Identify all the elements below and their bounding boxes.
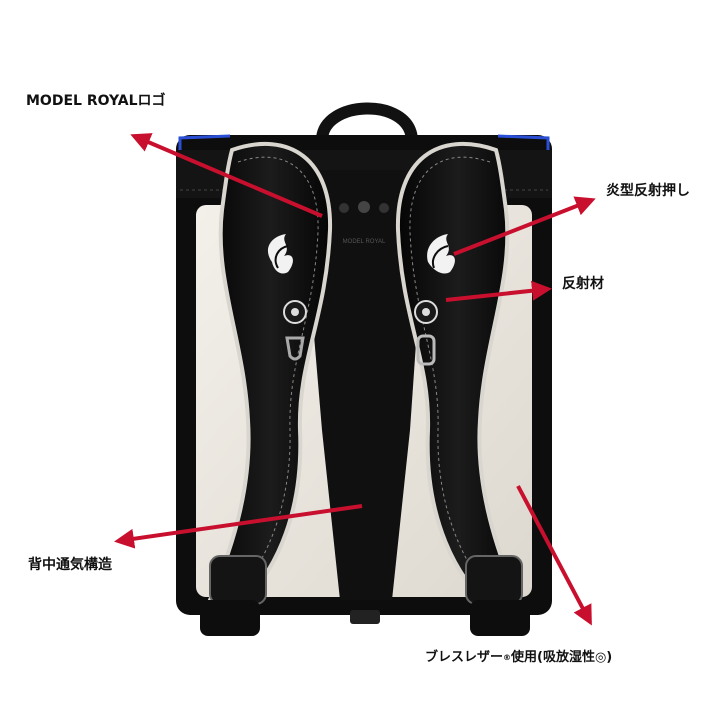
blue-edge-left bbox=[178, 134, 231, 150]
reflector-left bbox=[283, 300, 307, 361]
buckle-left bbox=[209, 555, 267, 605]
arrow-ventilation bbox=[114, 504, 363, 549]
blue-edge-right bbox=[497, 134, 550, 150]
arrow-logo bbox=[130, 133, 323, 218]
carry-handle bbox=[316, 102, 418, 142]
flame-emblem-left bbox=[267, 234, 293, 274]
leather-prefix: ブレスレザー bbox=[425, 650, 504, 665]
flame-emblem-right bbox=[427, 234, 455, 274]
label-breath-leather: ブレスレザー®使用(吸放湿性◎) bbox=[425, 646, 612, 665]
label-reflector-material: 反射材 bbox=[562, 276, 604, 292]
reflector-right bbox=[414, 300, 438, 366]
embossed-text: MODEL ROYAL bbox=[343, 239, 386, 245]
arrow-flame bbox=[453, 196, 596, 256]
center-vent-channel bbox=[300, 170, 428, 600]
label-back-ventilation: 背中通気構造 bbox=[28, 557, 112, 573]
registered-mark: ® bbox=[503, 653, 512, 662]
buckle-right bbox=[465, 555, 523, 605]
arrow-reflector bbox=[445, 280, 552, 302]
label-model-royal-logo: MODEL ROYALロゴ bbox=[26, 93, 166, 109]
label-flame-reflector: 炎型反射押し bbox=[606, 183, 690, 199]
leather-suffix: 使用(吸放湿性◎) bbox=[511, 650, 613, 665]
arrow-leather bbox=[516, 485, 592, 626]
